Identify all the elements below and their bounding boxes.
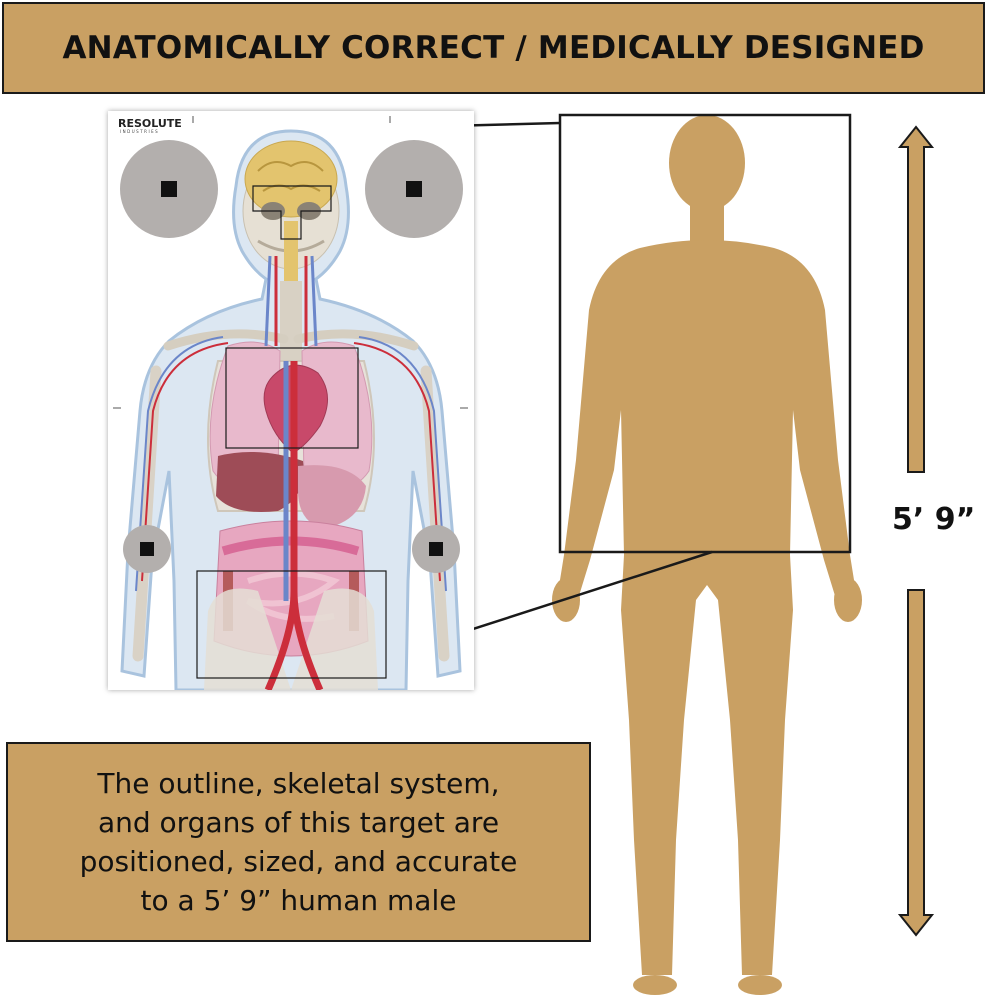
human-silhouette xyxy=(552,115,862,995)
anatomy-target-graphic xyxy=(113,116,468,690)
title-banner: ANATOMICALLY CORRECT / MEDICALLY DESIGNE… xyxy=(2,2,985,94)
description-line: and organs of this target are xyxy=(97,806,500,839)
banner-title: ANATOMICALLY CORRECT / MEDICALLY DESIGNE… xyxy=(62,30,925,66)
description-line: positioned, sized, and accurate xyxy=(79,845,518,878)
target-sheet: RESOLUTE INDUSTRIES xyxy=(108,111,474,690)
scoring-circles xyxy=(120,140,463,573)
brand-logo-sub: INDUSTRIES xyxy=(120,129,160,134)
brand-logo: RESOLUTE xyxy=(118,117,182,130)
double-arrow-icon xyxy=(897,125,935,937)
description-text: The outline, skeletal system, and organs… xyxy=(80,764,518,920)
description-line: to a 5’ 9” human male xyxy=(140,884,457,917)
description-line: The outline, skeletal system, xyxy=(97,767,500,800)
description-box: The outline, skeletal system, and organs… xyxy=(6,742,591,942)
height-label: 5’ 9” xyxy=(892,502,976,537)
torso-bracket-box xyxy=(558,113,852,554)
target-zones xyxy=(196,185,387,679)
